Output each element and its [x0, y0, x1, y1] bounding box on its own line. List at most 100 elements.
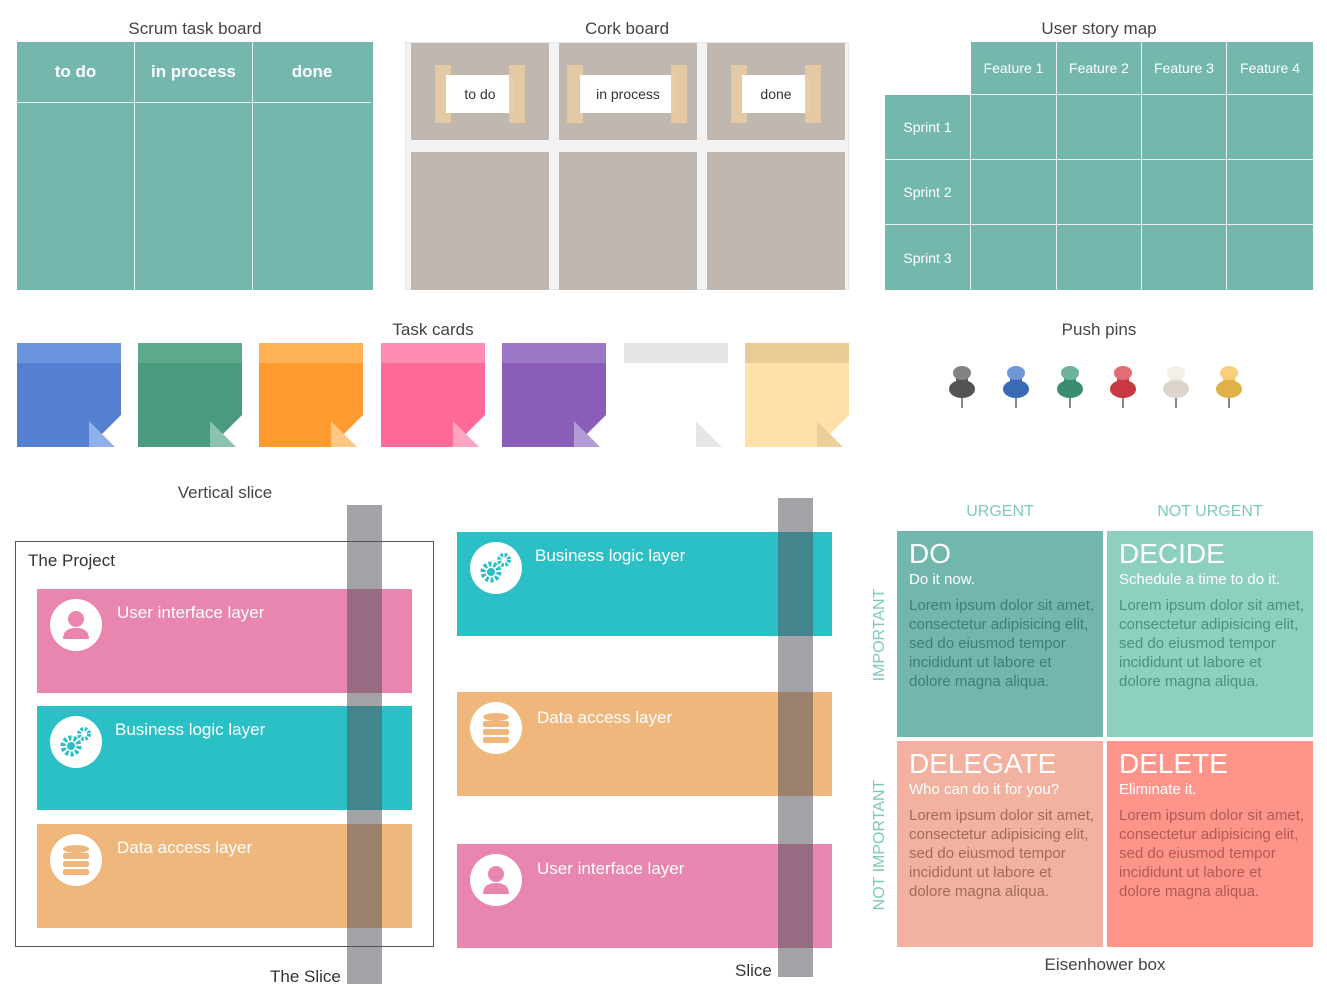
business-logic-layer[interactable]: Business logic layer	[457, 532, 832, 636]
database-icon	[50, 834, 102, 886]
vertical-slice-bar[interactable]	[347, 505, 382, 984]
quadrant-subtitle: Who can do it for you?	[909, 781, 1060, 798]
cork-cell	[559, 152, 697, 290]
task-card-fold	[696, 421, 722, 447]
not-important-label: NOT IMPORTANT	[871, 779, 888, 911]
story-cell	[971, 160, 1057, 225]
task-card[interactable]	[138, 343, 242, 447]
tape-left	[567, 65, 583, 123]
feature-header: Feature 1	[971, 42, 1057, 95]
quadrant-text: Lorem ipsum dolor sit amet, consectetur …	[1119, 597, 1305, 690]
task-card-fold	[453, 421, 479, 447]
urgent-label: URGENT	[966, 503, 1034, 520]
task-card[interactable]	[259, 343, 363, 447]
quadrant-title: DO	[909, 538, 951, 569]
story-cell	[1227, 225, 1313, 290]
eisenhower-title: Eisenhower box	[1044, 955, 1166, 974]
cork-note[interactable]: done	[742, 75, 810, 113]
push-pins-title: Push pins	[1061, 320, 1137, 339]
scrum-board-title: Scrum task board	[128, 19, 262, 38]
cork-board-title: Cork board	[584, 19, 670, 38]
story-cell	[1227, 160, 1313, 225]
quadrant-decide[interactable]: DECIDE Schedule a time to do it. Lorem i…	[1107, 531, 1313, 737]
task-card[interactable]	[381, 343, 485, 447]
story-cell	[971, 95, 1057, 160]
story-cell	[1057, 225, 1142, 290]
feature-header: Feature 4	[1227, 42, 1313, 95]
push-pin-icon[interactable]	[1054, 362, 1086, 410]
tape-right	[671, 65, 687, 123]
slice-label: Slice	[735, 961, 772, 980]
quadrant-text: Lorem ipsum dolor sit amet, consectetur …	[1119, 807, 1305, 900]
tape-right	[805, 65, 821, 123]
important-label: IMPORTANT	[871, 588, 888, 682]
scrum-column-header: in process	[135, 42, 252, 103]
quadrant-delegate[interactable]: DELEGATE Who can do it for you? Lorem ip…	[897, 741, 1103, 947]
scrum-column-todo: to do	[17, 42, 135, 290]
sprint-header: Sprint 2	[885, 160, 971, 225]
task-card-band	[624, 343, 728, 363]
layer-label: Business logic layer	[535, 546, 686, 565]
slice-bar[interactable]	[778, 498, 813, 977]
quadrant-subtitle: Eliminate it.	[1119, 781, 1197, 798]
cork-note[interactable]: in process	[580, 75, 676, 113]
push-pin-icon[interactable]	[1160, 362, 1192, 410]
tape-right	[509, 65, 525, 123]
task-card-fold	[210, 421, 236, 447]
sprint-header: Sprint 3	[885, 225, 971, 290]
not-urgent-label: NOT URGENT	[1157, 503, 1263, 520]
scrum-task-board: to do in process done	[17, 42, 373, 290]
quadrant-text: Lorem ipsum dolor sit amet, consectetur …	[909, 807, 1095, 900]
task-card-band	[17, 343, 121, 363]
quadrant-do[interactable]: DO Do it now. Lorem ipsum dolor sit amet…	[897, 531, 1103, 737]
task-card-fold	[574, 421, 600, 447]
feature-header: Feature 2	[1057, 42, 1142, 95]
story-cell	[1057, 95, 1142, 160]
push-pin-icon[interactable]	[946, 362, 978, 410]
scrum-column-header: to do	[17, 42, 134, 103]
task-card-fold	[817, 421, 843, 447]
push-pin-icon[interactable]	[1000, 362, 1032, 410]
cork-cell	[411, 152, 549, 290]
layer-label: User interface layer	[117, 603, 265, 622]
layer-label: Business logic layer	[115, 720, 266, 739]
task-card-band	[259, 343, 363, 363]
cork-board: to do in process done	[405, 42, 849, 290]
push-pin-icon[interactable]	[1107, 362, 1139, 410]
cork-note[interactable]: to do	[446, 75, 514, 113]
task-card-band	[745, 343, 849, 363]
scrum-column-header: done	[253, 42, 371, 103]
feature-header: Feature 3	[1142, 42, 1227, 95]
slice-label: The Slice	[270, 967, 341, 986]
layer-label: Data access layer	[537, 708, 673, 727]
scrum-column-done: done	[253, 42, 371, 290]
story-cell	[1057, 160, 1142, 225]
quadrant-delete[interactable]: DELETE Eliminate it. Lorem ipsum dolor s…	[1107, 741, 1313, 947]
quadrant-subtitle: Schedule a time to do it.	[1119, 571, 1280, 588]
push-pin-icon[interactable]	[1213, 362, 1245, 410]
task-card-fold	[331, 421, 357, 447]
story-cell	[1227, 95, 1313, 160]
task-card-band	[502, 343, 606, 363]
story-map-title: User story map	[1041, 19, 1157, 38]
task-cards-title: Task cards	[392, 320, 474, 339]
vertical-slice-title: Vertical slice	[177, 483, 273, 502]
user-icon	[50, 599, 102, 651]
database-icon	[470, 702, 522, 754]
data-access-layer[interactable]: Data access layer	[457, 692, 832, 796]
user-icon	[470, 854, 522, 906]
story-cell	[1142, 95, 1227, 160]
task-card[interactable]	[502, 343, 606, 447]
project-frame	[15, 541, 434, 947]
ui-layer[interactable]: User interface layer	[457, 844, 832, 948]
story-cell	[971, 225, 1057, 290]
project-label: The Project	[28, 551, 115, 570]
layer-label: Data access layer	[117, 838, 253, 857]
gears-icon	[470, 542, 522, 594]
quadrant-title: DELETE	[1119, 748, 1228, 779]
quadrant-text: Lorem ipsum dolor sit amet, consectetur …	[909, 597, 1095, 690]
quadrant-title: DELEGATE	[909, 748, 1057, 779]
task-card[interactable]	[624, 343, 728, 447]
task-card[interactable]	[745, 343, 849, 447]
task-card[interactable]	[17, 343, 121, 447]
